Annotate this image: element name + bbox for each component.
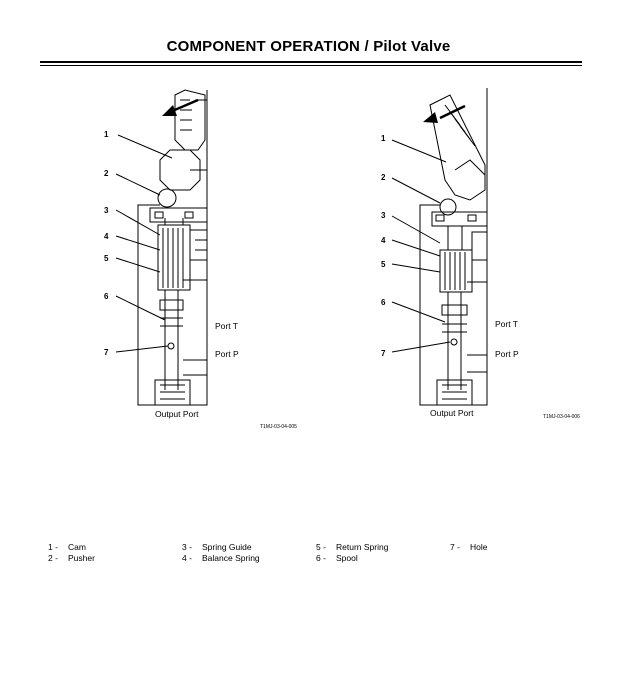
legend-num: 1 -: [48, 542, 58, 552]
right-callout-7: 7: [381, 349, 386, 358]
right-port-t-label: Port T: [495, 319, 518, 329]
page-title: COMPONENT OPERATION / Pilot Valve: [166, 38, 451, 55]
left-port-p-label: Port P: [215, 349, 239, 359]
right-callout-5: 5: [381, 260, 386, 269]
left-callout-6: 6: [104, 292, 109, 301]
title-rule: [40, 61, 582, 63]
right-valve-figure: [391, 88, 488, 406]
legend-label: Return Spring: [336, 542, 389, 552]
legend-item: 3 - Spring Guide: [182, 542, 260, 553]
legend-label: Pusher: [68, 553, 95, 563]
left-valve-figure: [115, 89, 208, 406]
legend-item: 2 - Pusher: [48, 553, 95, 564]
legend-num: 5 -: [316, 542, 326, 552]
legend-column-1: 1 - Cam 2 - Pusher: [48, 542, 95, 564]
title-rule-thin: [40, 65, 582, 66]
left-callout-4: 4: [104, 232, 109, 241]
left-callout-1: 1: [104, 130, 109, 139]
legend-item: 4 - Balance Spring: [182, 553, 260, 564]
right-callout-2: 2: [381, 173, 386, 182]
legend-num: 3 -: [182, 542, 192, 552]
right-callout-6: 6: [381, 298, 386, 307]
left-figure-code: T1MJ-03-04-005: [260, 424, 297, 430]
left-output-port-label: Output Port: [155, 409, 199, 419]
right-callout-1: 1: [381, 134, 386, 143]
legend-label: Spool: [336, 553, 358, 563]
left-callout-7: 7: [104, 348, 109, 357]
legend-label: Spring Guide: [202, 542, 252, 552]
left-callout-3: 3: [104, 206, 109, 215]
left-arrowhead: [162, 105, 177, 116]
right-callouts: 1 2 3 4 5 6 7: [381, 134, 386, 358]
right-figure-code: T1MJ-03-04-006: [543, 414, 580, 420]
right-port-p-label: Port P: [495, 349, 519, 359]
legend-item: 1 - Cam: [48, 542, 95, 553]
legend-label: Hole: [470, 542, 488, 552]
right-arrowhead: [423, 112, 438, 123]
legend-num: 6 -: [316, 553, 326, 563]
legend-column-2: 3 - Spring Guide 4 - Balance Spring: [182, 542, 260, 564]
legend-item: 7 - Hole: [450, 542, 487, 553]
legend-label: Cam: [68, 542, 86, 552]
left-callout-5: 5: [104, 254, 109, 263]
left-port-t-label: Port T: [215, 321, 238, 331]
legend-label: Balance Spring: [202, 553, 260, 563]
legend-num: 4 -: [182, 553, 192, 563]
legend-num: 2 -: [48, 553, 58, 563]
legend-num: 7 -: [450, 542, 460, 552]
left-callouts: 1 2 3 4 5 6 7: [104, 130, 109, 357]
legend-column-4: 7 - Hole: [450, 542, 487, 553]
right-callout-3: 3: [381, 211, 386, 220]
left-callout-2: 2: [104, 169, 109, 178]
legend-column-3: 5 - Return Spring 6 - Spool: [316, 542, 388, 564]
right-output-port-label: Output Port: [430, 408, 474, 418]
legend-item: 5 - Return Spring: [316, 542, 388, 553]
right-callout-4: 4: [381, 236, 386, 245]
legend-item: 6 - Spool: [316, 553, 388, 564]
